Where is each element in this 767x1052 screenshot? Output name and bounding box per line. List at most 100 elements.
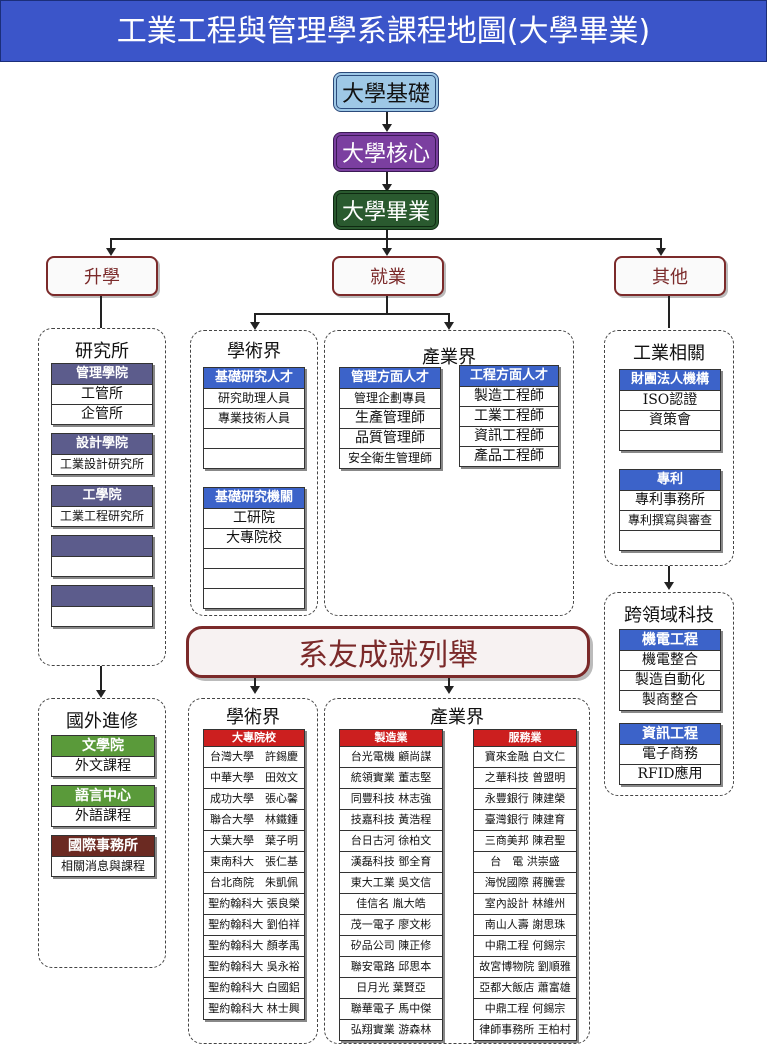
alumni-row: 弘翔實業 游森林	[340, 1019, 442, 1040]
connector	[386, 296, 388, 314]
list-item: 管理企劃專員	[340, 388, 440, 408]
alumni-row: 南山人壽 謝思珠	[474, 914, 576, 935]
panel-title: 研究所	[75, 341, 129, 362]
arrow-icon	[250, 322, 260, 330]
alumni-row: 聖約翰科大 白國鋁	[204, 977, 304, 998]
alumni-row: 故宮博物院 劉順雅	[474, 956, 576, 977]
connector	[254, 313, 450, 315]
alumni-list: 台灣大學 許錫慶中華大學 田效文成功大學 張心馨聯合大學 林鐵鍾大葉大學 葉子明…	[204, 746, 304, 1019]
alumni-row: 聖約翰科大 劉伯祥	[204, 914, 304, 935]
group-engineering-talent: 工程方面人才 製造工程師 工業工程師 資訊工程師 產品工程師	[459, 365, 559, 467]
group-header: 機電工程	[620, 630, 720, 650]
list-item: 外語課程	[52, 806, 154, 826]
panel-title: 產業界	[422, 347, 476, 368]
connector	[254, 313, 256, 325]
list-item: 研究助理人員	[204, 388, 304, 408]
group-research-institutions: 基礎研究機關 工研院 大專院校	[203, 487, 305, 609]
list-item: 工業設計研究所	[52, 454, 152, 474]
alumni-row: 台日古河 徐柏文	[340, 830, 442, 851]
alumni-row: 漢磊科技 鄧全育	[340, 851, 442, 872]
group-foundations: 財團法人機構 ISO認證 資策會	[619, 369, 721, 451]
group-design-college: 設計學院 工業設計研究所	[51, 433, 153, 475]
alumni-row: 矽品公司 陳正修	[340, 935, 442, 956]
alumni-row: 中鼎工程 何錫宗	[474, 935, 576, 956]
stage-core: 大學核心	[333, 132, 439, 172]
category-further-study: 升學	[46, 256, 158, 296]
group-header: 國際事務所	[52, 836, 154, 856]
alumni-row: 聯華電子 馬中傑	[340, 998, 442, 1019]
connector	[386, 172, 388, 188]
arrow-icon	[382, 248, 392, 256]
stage-foundation: 大學基礎	[333, 72, 439, 112]
arrow-icon	[444, 686, 454, 694]
list-item: 相關消息與課程	[52, 856, 154, 876]
alumni-row: 中華大學 田效文	[204, 767, 304, 788]
list-item: 產品工程師	[460, 446, 558, 466]
connector	[100, 666, 102, 692]
group-header: 大專院校	[204, 730, 304, 746]
group-header: 服務業	[474, 730, 576, 746]
connector	[100, 296, 102, 328]
arrow-icon	[444, 322, 454, 330]
connector	[386, 230, 388, 240]
list-item: ISO認證	[620, 390, 720, 410]
group-header: 設計學院	[52, 434, 152, 454]
list-item: 專利撰寫與審查	[620, 510, 720, 530]
panel-title: 跨領域科技	[624, 605, 714, 626]
connector	[660, 238, 662, 250]
connector	[668, 296, 670, 328]
group-mechatronics: 機電工程 機電整合 製造自動化 製商整合	[619, 629, 721, 711]
list-item: 品質管理師	[340, 428, 440, 448]
alumni-row: 台光電機 顧尚謀	[340, 746, 442, 767]
panel-title: 學術界	[226, 707, 280, 728]
connector	[668, 566, 670, 584]
list-item	[52, 606, 152, 626]
ie-related-panel: 工業相關 財團法人機構 ISO認證 資策會 專利 專利事務所 專利撰寫與審查	[604, 330, 734, 566]
group-header: 管理學院	[52, 364, 152, 384]
group-header: 文學院	[52, 736, 154, 756]
alumni-industry-panel: 產業界 製造業 台光電機 顧尚謀統領實業 董志堅同豐科技 林志強技嘉科技 黃浩程…	[324, 698, 590, 1044]
list-item	[620, 530, 720, 550]
list-item: 製造工程師	[460, 386, 558, 406]
connector	[254, 678, 256, 688]
alumni-row: 三商美邦 陳君聖	[474, 830, 576, 851]
alumni-list: 台光電機 顧尚謀統領實業 董志堅同豐科技 林志強技嘉科技 黃浩程台日古河 徐柏文…	[340, 746, 442, 1040]
stage-graduation: 大學畢業	[333, 190, 439, 230]
group-management-talent: 管理方面人才 管理企劃專員 生產管理師 品質管理師 安全衛生管理師	[339, 367, 441, 469]
alumni-row: 海悅國際 蔣騰雲	[474, 872, 576, 893]
panel-title: 產業界	[430, 707, 484, 728]
panel-title: 工業相關	[633, 343, 705, 364]
connector	[110, 238, 112, 250]
connector	[448, 678, 450, 688]
list-item: 工業工程研究所	[52, 506, 152, 526]
list-item: 大專院校	[204, 528, 304, 548]
alumni-row: 亞都大飯店 蕭富雄	[474, 977, 576, 998]
alumni-row: 室內設計 林維州	[474, 893, 576, 914]
group-header: 語言中心	[52, 786, 154, 806]
category-employment: 就業	[332, 256, 444, 296]
group-research-talent: 基礎研究人才 研究助理人員 專業技術人員	[203, 367, 305, 469]
alumni-row: 成功大學 張心馨	[204, 788, 304, 809]
group-international-affairs: 國際事務所 相關消息與課程	[51, 835, 155, 877]
alumni-row: 東南科大 張仁基	[204, 851, 304, 872]
list-item	[204, 548, 304, 568]
academia-panel: 學術界 基礎研究人才 研究助理人員 專業技術人員 基礎研究機關 工研院 大專院校	[190, 330, 318, 616]
group-service: 服務業 寶來金融 白文仁之華科技 曾盟明永豐銀行 陳建榮臺灣銀行 陳建育三商美邦…	[473, 729, 577, 1041]
alumni-row: 台灣大學 許錫慶	[204, 746, 304, 767]
group-header	[52, 536, 152, 556]
alumni-row: 東大工業 吳文信	[340, 872, 442, 893]
list-item	[204, 428, 304, 448]
list-item: 工業工程師	[460, 406, 558, 426]
alumni-row: 律師事務所 王柏村	[474, 1019, 576, 1040]
list-item: 企管所	[52, 404, 152, 424]
group-header: 財團法人機構	[620, 370, 720, 390]
group-header: 工學院	[52, 486, 152, 506]
list-item	[204, 588, 304, 608]
alumni-row: 寶來金融 白文仁	[474, 746, 576, 767]
grad-school-panel: 研究所 管理學院 工管所 企管所 設計學院 工業設計研究所 工學院 工業工程研究…	[38, 328, 166, 666]
arrow-icon	[106, 248, 116, 256]
group-universities: 大專院校 台灣大學 許錫慶中華大學 田效文成功大學 張心馨聯合大學 林鐵鍾大葉大…	[203, 729, 305, 1020]
group-header: 管理方面人才	[340, 368, 440, 388]
arrow-icon	[656, 248, 666, 256]
list-item	[204, 568, 304, 588]
